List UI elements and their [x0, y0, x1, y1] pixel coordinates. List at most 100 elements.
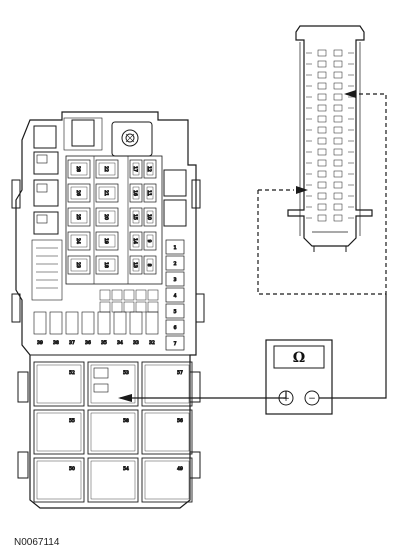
fuse-number: 28	[75, 166, 81, 172]
probe-arrow-fusebox	[118, 394, 132, 402]
terminal-strip	[31, 239, 63, 301]
fuse-number: 10	[146, 214, 152, 220]
fuse-number: 22	[103, 166, 109, 172]
bolt-terminal	[121, 129, 139, 147]
fuse-number: 12	[146, 166, 152, 172]
side-fuse-cell: 5	[165, 303, 185, 319]
meter-display	[273, 345, 325, 369]
probe-arrow-pin-upper	[344, 90, 356, 98]
fuse-cell: 14	[129, 231, 143, 251]
relay-number: 55	[69, 418, 75, 424]
fuse-cell: 8	[143, 255, 157, 275]
fuse-number: 20	[103, 214, 109, 220]
relay-number: 54	[123, 466, 129, 472]
relay-number: 52	[69, 370, 75, 376]
fuse-cell: 25	[67, 207, 91, 227]
side-fuse-cell: 7	[165, 335, 185, 351]
relay-cell: 50	[33, 457, 85, 503]
relay-number: 53	[123, 370, 129, 376]
fuse-cell: 19	[95, 231, 119, 251]
fuse-number: 6	[174, 325, 177, 331]
fuse-number: 15	[132, 214, 138, 220]
mini-fuse-cell: 33	[129, 311, 143, 347]
relay-block: 52 53 57 55 58 56 50 54 49	[33, 361, 193, 503]
fuse-cell: 22	[95, 159, 119, 179]
relay-number: 58	[123, 418, 129, 424]
fuse-cell: 17	[129, 159, 143, 179]
fuse-number: 9	[146, 240, 152, 243]
fuse-number: 32	[149, 340, 155, 346]
mini-fuse-cell: 35	[97, 311, 111, 347]
fuse-number: 26	[75, 190, 81, 196]
relay-top-mid	[71, 119, 95, 147]
relay-cell: 54	[87, 457, 139, 503]
fuse-number: 23	[75, 262, 81, 268]
fuse-number: 3	[174, 277, 177, 283]
fuse-number: 4	[174, 293, 177, 299]
fuse-number: 14	[132, 238, 138, 244]
relay-cell: 52	[33, 361, 85, 407]
fuse-number: 25	[75, 214, 81, 220]
relay-number: 50	[69, 466, 75, 472]
fuse-cell: 16	[129, 183, 143, 203]
fuse-number: 2	[174, 261, 177, 267]
fuse-number: 7	[174, 341, 177, 347]
fuse-cell: 15	[129, 207, 143, 227]
fuse-cell: 20	[95, 207, 119, 227]
meter-minus-label: −	[308, 394, 316, 404]
fuse-number: 13	[132, 262, 138, 268]
relay-number: 57	[177, 370, 183, 376]
mini-fuse-cell: 38	[49, 311, 63, 347]
fuse-number: 8	[146, 264, 152, 267]
fuse-number: 34	[117, 340, 123, 346]
fuse-cell: 13	[129, 255, 143, 275]
fuse-number: 16	[132, 190, 138, 196]
relay-number: 56	[177, 418, 183, 424]
fuse-cell: 23	[67, 255, 91, 275]
fuse-number: 17	[132, 166, 138, 172]
mini-fuse-cell: 39	[33, 311, 47, 347]
side-fuse-column: 1 2 3 4 5 6 7	[165, 239, 185, 351]
meter-unit-symbol: Ω	[293, 350, 305, 366]
fuse-number: 39	[37, 340, 43, 346]
fuse-cell: 10	[143, 207, 157, 227]
side-fuse-cell: 4	[165, 287, 185, 303]
fuse-cell: 26	[67, 183, 91, 203]
fuse-cell: 21	[95, 183, 119, 203]
fuse-number: 11	[146, 190, 152, 196]
relay-cell: 56	[141, 409, 193, 455]
fuse-box	[11, 111, 205, 509]
relay-top-left	[33, 125, 57, 149]
relay-number: 49	[177, 466, 183, 472]
relay-cell: 55	[33, 409, 85, 455]
fuse-number: 33	[133, 340, 139, 346]
fuse-cell: 11	[143, 183, 157, 203]
fuse-cell: 9	[143, 231, 157, 251]
ohmmeter	[265, 339, 333, 415]
mini-fuse-cell: 32	[145, 311, 159, 347]
probe-arrow-pin-lower	[296, 186, 308, 194]
fuse-number: 37	[69, 340, 75, 346]
side-fuse-cell: 1	[165, 239, 185, 255]
fuse-number: 19	[103, 238, 109, 244]
relay-cell: 53	[87, 361, 139, 407]
fuse-cell: 28	[67, 159, 91, 179]
mini-fuse-cell: 37	[65, 311, 79, 347]
connector-pin-grid	[306, 49, 354, 222]
figure-reference-id: N0067114	[14, 537, 60, 548]
fuse-number: 24	[75, 238, 81, 244]
mini-fuse-cell: 36	[81, 311, 95, 347]
fuse-number: 21	[103, 190, 109, 196]
test-leads	[120, 93, 387, 399]
relay-cell: 58	[87, 409, 139, 455]
mini-fuse-strip: 39 38 37 36 35 34 33 32	[33, 289, 159, 347]
side-fuse-cell: 2	[165, 255, 185, 271]
fuse-number: 38	[53, 340, 59, 346]
fuse-number: 35	[101, 340, 107, 346]
upper-fuse-grid: 28 26 25 24 23 22 21 20 19 18 17 16 15 14 13 12 11 10 9 8	[67, 159, 157, 275]
fuse-number: 18	[103, 262, 109, 268]
fuse-cell: 24	[67, 231, 91, 251]
fuse-number: 5	[174, 309, 177, 315]
side-fuse-cell: 3	[165, 271, 185, 287]
